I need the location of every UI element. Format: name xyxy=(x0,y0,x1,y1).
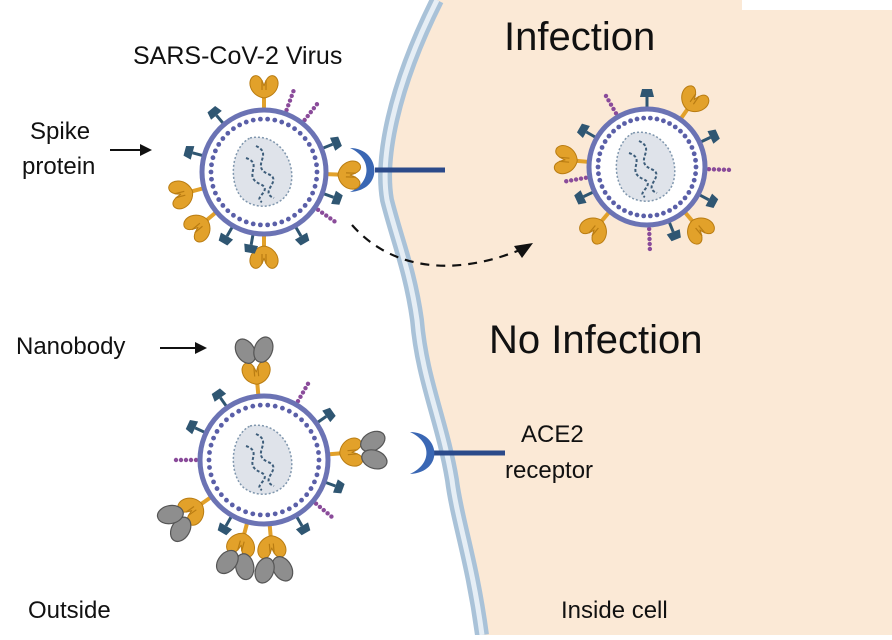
virus-top-left xyxy=(166,75,362,269)
bound-nanobody-3 xyxy=(249,551,299,588)
bound-nanobody-1 xyxy=(229,332,279,369)
spike-label-line1: Spike xyxy=(30,118,91,145)
ace2-receptor-top xyxy=(350,148,445,192)
virus-infected xyxy=(553,82,732,252)
cell-interior xyxy=(383,0,892,635)
infection-heading: Infection xyxy=(504,15,656,59)
ace2-label-line2: receptor xyxy=(505,457,594,484)
outside-label: Outside xyxy=(28,597,111,624)
spike-label-line2: protein xyxy=(22,153,96,180)
cell-membrane-inner xyxy=(382,0,485,636)
virus-label: SARS-CoV-2 Virus xyxy=(133,42,343,70)
ace2-label-line1: ACE2 xyxy=(521,421,584,448)
infection-arrow xyxy=(351,224,521,267)
bound-nanobody-2 xyxy=(355,425,392,475)
inside-cell-label: Inside cell xyxy=(561,597,668,624)
no-infection-heading: No Infection xyxy=(489,318,703,362)
ace2-receptor-bottom xyxy=(410,432,505,474)
nanobody-label: Nanobody xyxy=(16,333,126,360)
virus-neutralized xyxy=(173,360,364,560)
